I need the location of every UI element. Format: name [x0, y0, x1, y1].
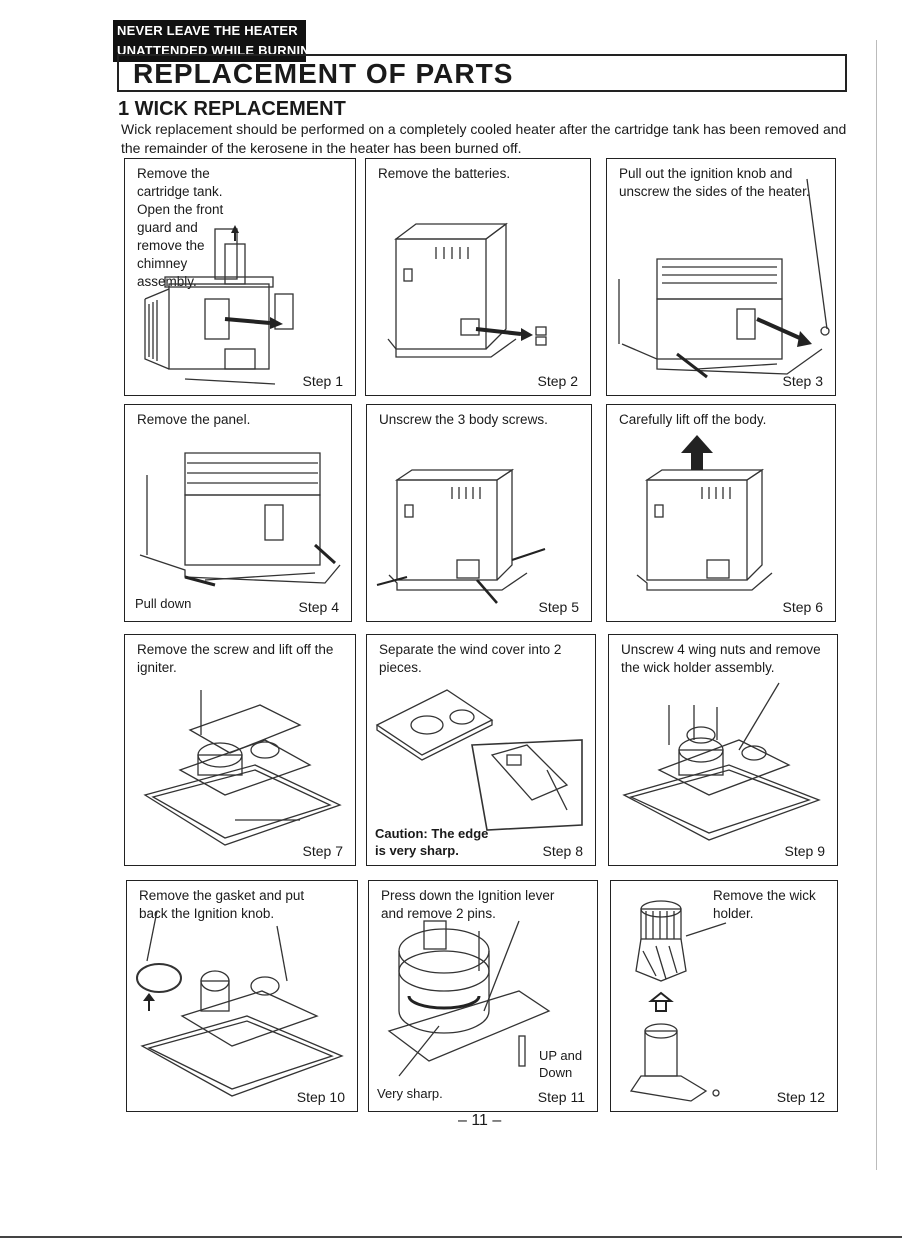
- section-heading: 1 WICK REPLACEMENT: [118, 98, 346, 120]
- step-caption: Pull out the ignition knob and unscrew t…: [619, 166, 810, 199]
- step-caption: Remove the cartridge tank. Open the fron…: [137, 166, 224, 289]
- step-label: Step 4: [298, 599, 339, 615]
- page-number: – 11 –: [458, 1112, 502, 1129]
- step-panel-12: Remove the wick holder. Step 12: [610, 880, 838, 1112]
- step-label: Step 6: [782, 599, 823, 615]
- step-label: Step 2: [537, 373, 578, 389]
- step-label: Step 1: [302, 373, 343, 389]
- step-panel-8: Separate the wind cover into 2 pieces. C…: [366, 634, 596, 866]
- igniter-illustration: [143, 690, 342, 846]
- caution-note: Caution: The edge is very sharp.: [375, 826, 489, 858]
- very-sharp-note: Very sharp.: [377, 1086, 443, 1101]
- heater-lift-body-illustration: [636, 435, 773, 591]
- title-box: REPLACEMENT OF PARTS: [117, 54, 847, 92]
- step-caption: Remove the gasket and put back the Ignit…: [139, 888, 305, 921]
- intro-text: Wick replacement should be performed on …: [121, 121, 847, 156]
- step-panel-11: Press down the Ignition lever and remove…: [368, 880, 598, 1112]
- step-caption: Unscrew 4 wing nuts and remove the wick …: [621, 642, 821, 675]
- step-label: Step 7: [302, 843, 343, 859]
- bottom-edge-line: [0, 1236, 902, 1238]
- step-panel-3: Pull out the ignition knob and unscrew t…: [606, 158, 836, 396]
- warning-line-1: NEVER LEAVE THE HEATER: [117, 23, 298, 38]
- page-title: REPLACEMENT OF PARTS: [133, 58, 514, 89]
- wick-holder-removal-illustration: [629, 900, 727, 1102]
- step-panel-7: Remove the screw and lift off the ignite…: [124, 634, 356, 866]
- page-edge-line: [876, 40, 877, 1170]
- step-caption: Remove the panel.: [137, 412, 251, 427]
- step-label: Step 9: [784, 843, 825, 859]
- step-panel-1: Remove the cartridge tank. Open the fron…: [124, 158, 356, 396]
- step-panel-6: Carefully lift off the body. Step 6: [606, 404, 836, 622]
- step-label: Step 11: [537, 1089, 585, 1105]
- heater-panel-illustration: [139, 452, 341, 587]
- step-caption: Press down the Ignition lever and remove…: [381, 888, 555, 921]
- wick-holder-assembly-illustration: [622, 682, 821, 841]
- step-caption: Separate the wind cover into 2 pieces.: [379, 642, 562, 675]
- gasket-ignition-knob-illustration: [136, 910, 344, 1097]
- step-caption: Unscrew the 3 body screws.: [379, 412, 548, 427]
- step-panel-5: Unscrew the 3 body screws. Step 5: [366, 404, 592, 622]
- step-panel-10: Remove the gasket and put back the Ignit…: [126, 880, 358, 1112]
- step-label: Step 12: [776, 1089, 825, 1105]
- heater-chimney-illustration: [144, 225, 294, 385]
- wind-cover-illustration: [375, 689, 583, 831]
- up-and-down-note: UP and Down: [539, 1048, 583, 1080]
- heater-sides-illustration: [618, 178, 830, 379]
- step-panel-4: Remove the panel. Pull down Step 4: [124, 404, 352, 622]
- heater-body-screws-illustration: [376, 468, 546, 604]
- heater-batteries-illustration: [387, 222, 547, 358]
- step-caption: Remove the batteries.: [378, 166, 511, 181]
- ignition-lever-pins-illustration: [387, 920, 551, 1077]
- step-caption: Remove the screw and lift off the ignite…: [137, 642, 334, 675]
- step-panel-2: Remove the batteries. Step 2: [365, 158, 591, 396]
- step-panel-9: Unscrew 4 wing nuts and remove the wick …: [608, 634, 838, 866]
- step-label: Step 8: [542, 843, 583, 859]
- step-label: Step 3: [782, 373, 823, 389]
- step-caption: Carefully lift off the body.: [619, 412, 767, 427]
- step-caption: Remove the wick holder.: [713, 888, 816, 921]
- step-label: Step 10: [296, 1089, 345, 1105]
- step-label: Step 5: [538, 599, 579, 615]
- pull-down-note: Pull down: [135, 596, 192, 611]
